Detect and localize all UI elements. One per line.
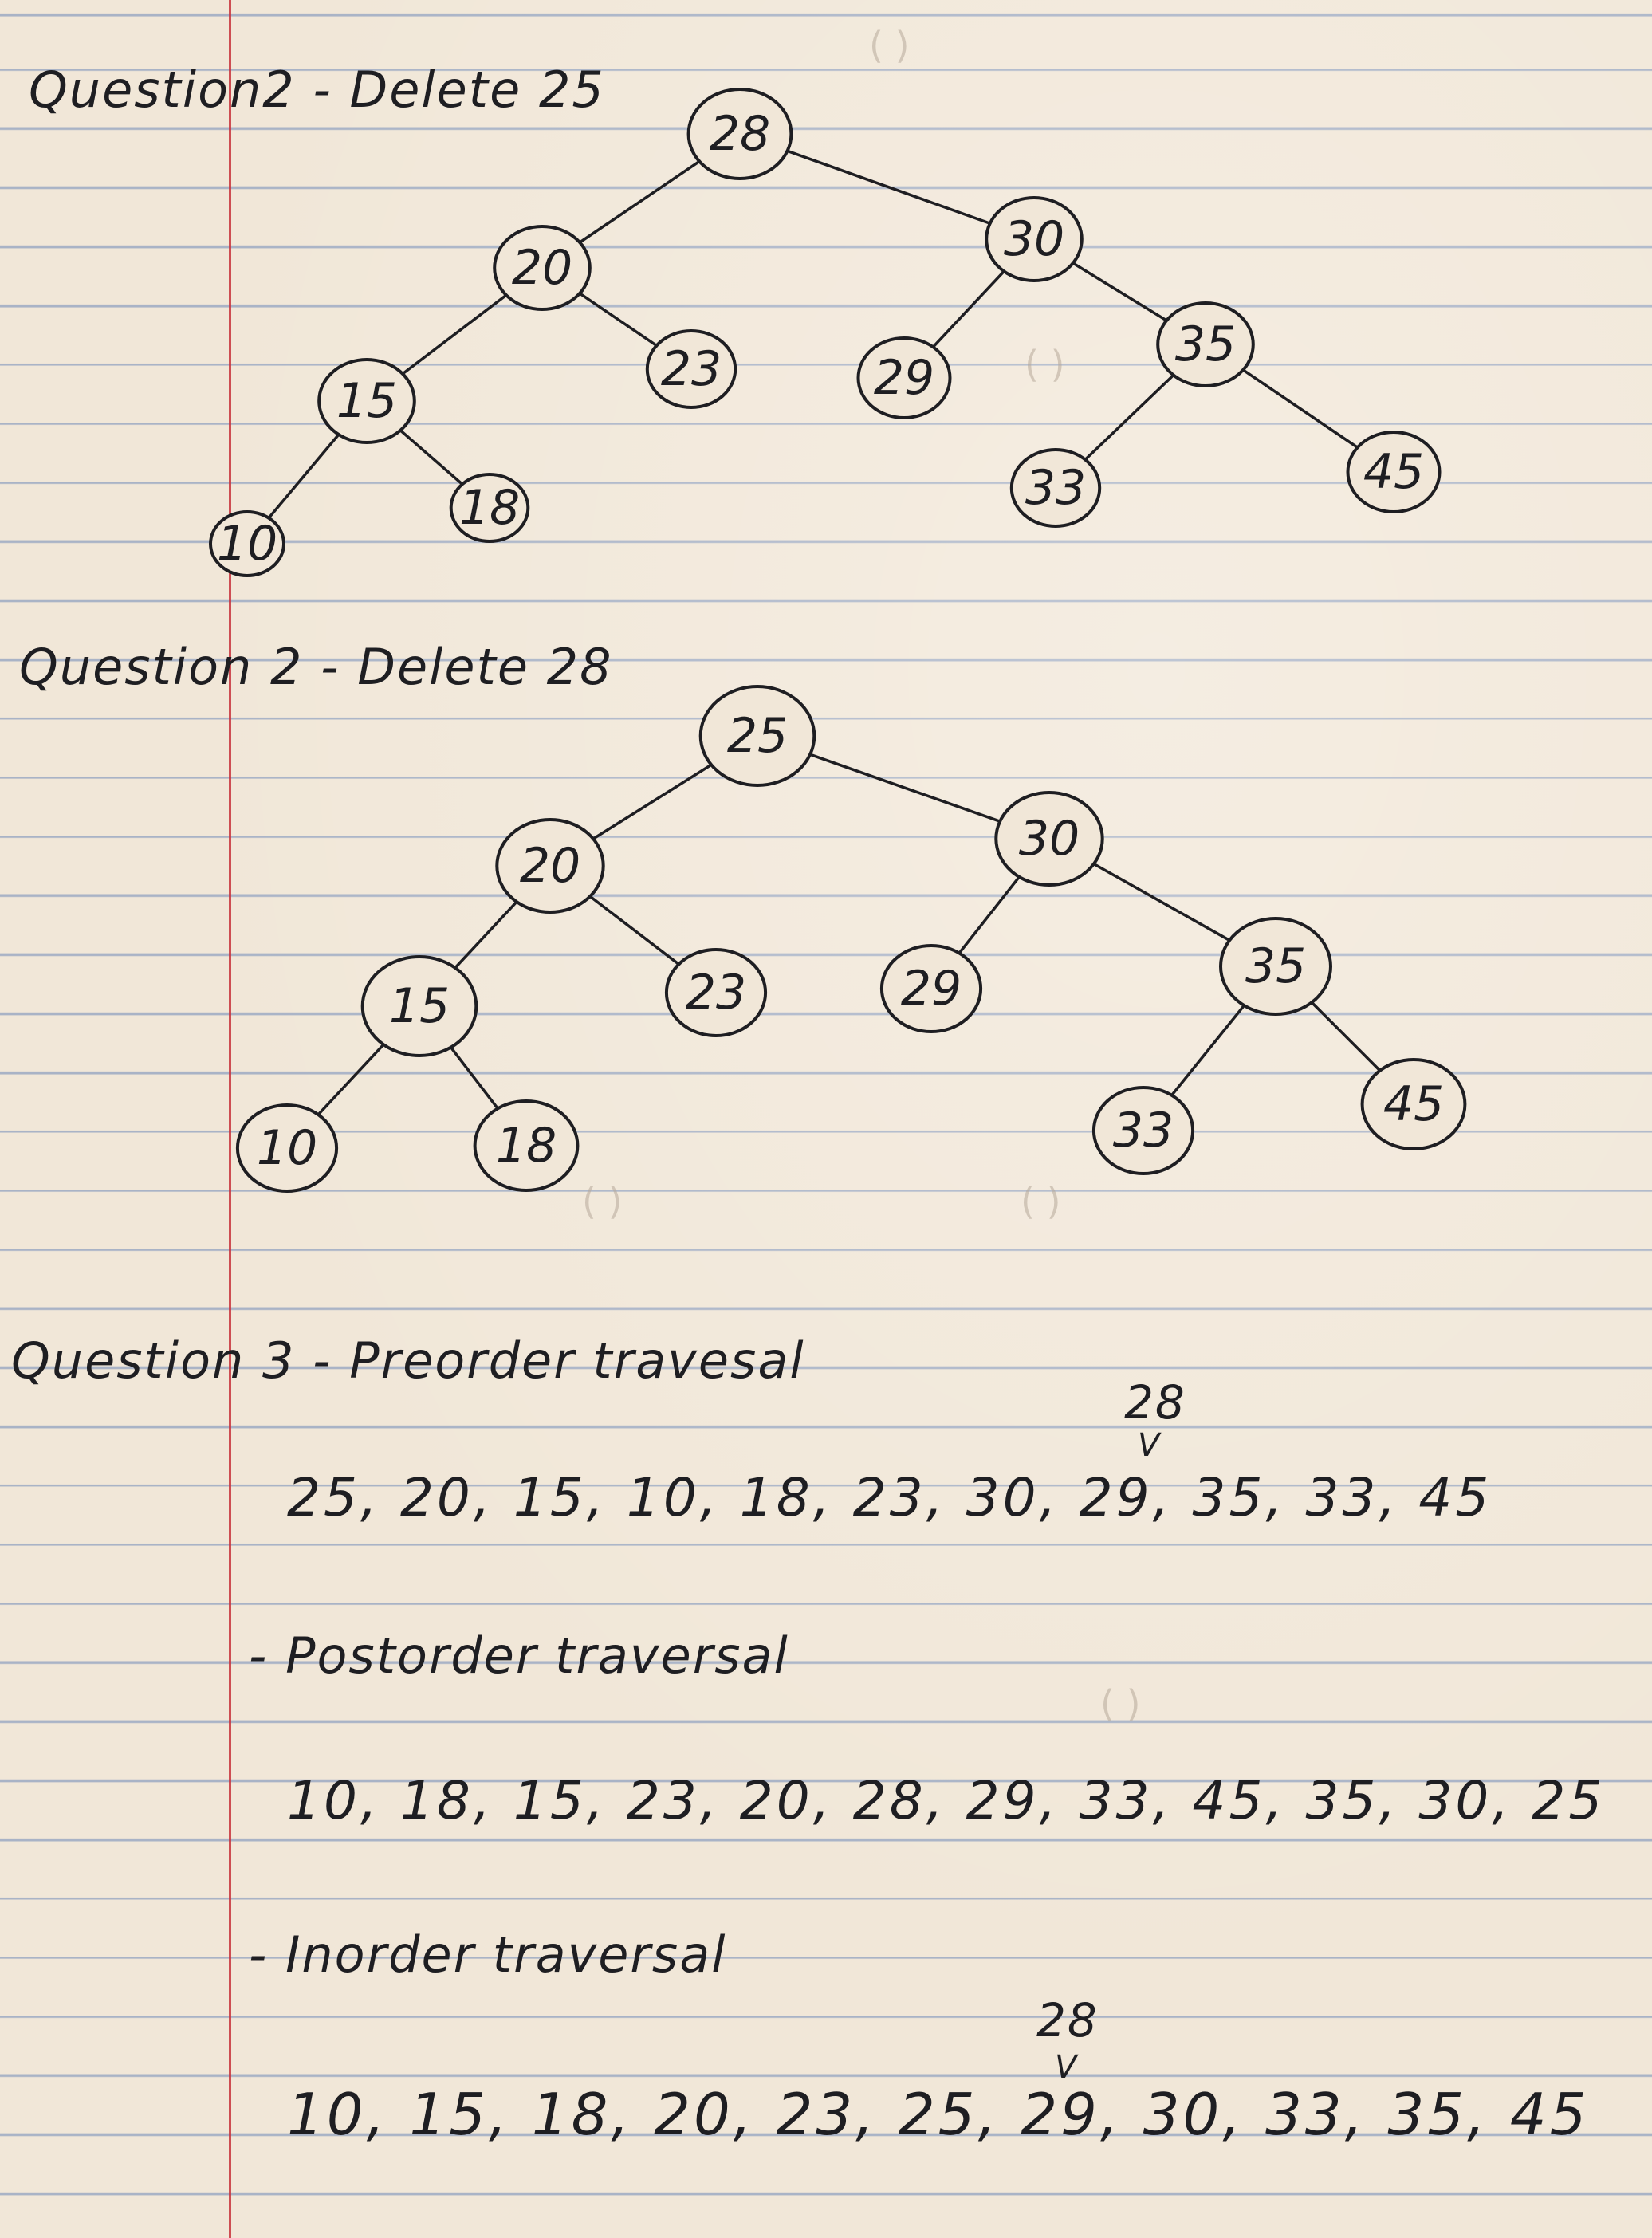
tree-node-circle [1360, 1058, 1467, 1150]
show-through-mark: ( ) [1100, 1682, 1141, 1725]
tree-delete-28: 25 20 30 15 23 29 35 10 18 33 45 [235, 685, 1467, 1193]
tree-node-circle [856, 336, 952, 419]
heading-inorder: - Inorder traversal [249, 1925, 727, 1984]
preorder-caret: V [1138, 1427, 1162, 1464]
inorder-insert-note: 28 [1036, 1993, 1099, 2047]
tree-node-label: 10 [217, 516, 277, 572]
tree-node-label: 20 [520, 838, 580, 894]
tree-node-circle [360, 955, 478, 1057]
tree-delete-25: 28 20 30 15 23 29 35 10 18 33 45 [209, 88, 1442, 577]
tree-node-circle [495, 818, 605, 914]
heading-postorder: - Postorder traversal [249, 1626, 789, 1685]
tree-node-label: 23 [686, 965, 746, 1021]
tree-node-label: 29 [901, 961, 962, 1017]
tree-node-label: 35 [1175, 317, 1236, 372]
heading-q3-preorder: Question 3 - Preorder travesal [11, 1331, 805, 1390]
tree-node-label: 15 [336, 373, 397, 429]
tree-node-label: 15 [389, 978, 450, 1034]
tree-node-circle [449, 473, 530, 543]
heading-q2-delete-25: Question2 - Delete 25 [29, 61, 605, 119]
tree-node-circle [645, 329, 738, 409]
tree-node-label: 30 [1019, 811, 1080, 867]
inorder-caret: V [1055, 2049, 1079, 2086]
tree-node-label: 30 [1004, 211, 1064, 267]
tree-node-label: 25 [727, 708, 788, 764]
tree-node-circle [317, 358, 416, 444]
show-through-mark: ( ) [582, 1180, 623, 1223]
tree-node-label: 23 [661, 341, 722, 397]
tree-node-label: 28 [710, 106, 770, 162]
tree-node-circle [493, 225, 592, 311]
tree-node-label: 33 [1025, 460, 1086, 516]
preorder-insert-note: 28 [1124, 1375, 1186, 1430]
show-through-mark: ( ) [1021, 1180, 1061, 1223]
tree-node-label: 35 [1245, 938, 1306, 994]
preorder-sequence: 25, 20, 15, 10, 18, 23, 30, 29, 35, 33, … [287, 1467, 1493, 1528]
heading-q2-delete-28: Question 2 - Delete 28 [19, 638, 613, 696]
tree-node-label: 45 [1383, 1076, 1444, 1132]
show-through-mark: ( ) [869, 24, 910, 67]
tree-node-label: 29 [874, 350, 934, 406]
margin-line [229, 0, 231, 2238]
tree-node-circle [1009, 448, 1102, 528]
show-through-mark: ( ) [1025, 343, 1065, 386]
tree-node-label: 33 [1113, 1103, 1174, 1158]
tree-node-circle [985, 196, 1084, 282]
tree-node-circle [473, 1099, 580, 1192]
tree-node-label: 20 [512, 240, 572, 296]
tree-node-circle [1092, 1086, 1195, 1175]
tree-node-circle [209, 510, 285, 577]
tree-node-circle [686, 88, 793, 180]
tree-node-circle [994, 791, 1104, 887]
postorder-sequence: 10, 18, 15, 23, 20, 28, 29, 33, 45, 35, … [287, 1770, 1606, 1831]
inorder-sequence: 10, 15, 18, 20, 23, 25, 29, 30, 33, 35, … [287, 2081, 1590, 2148]
tree-node-label: 18 [496, 1118, 557, 1174]
tree-node-circle [1219, 917, 1332, 1016]
tree-node-circle [698, 685, 816, 787]
tree-node-label: 45 [1363, 444, 1424, 500]
tree-node-circle [1346, 431, 1442, 513]
tree-node-label: 10 [257, 1120, 317, 1176]
tree-node-circle [664, 948, 768, 1037]
tree-node-circle [879, 944, 983, 1033]
tree-node-label: 18 [459, 480, 520, 536]
tree-node-circle [1156, 301, 1255, 387]
tree-node-circle [235, 1103, 339, 1193]
